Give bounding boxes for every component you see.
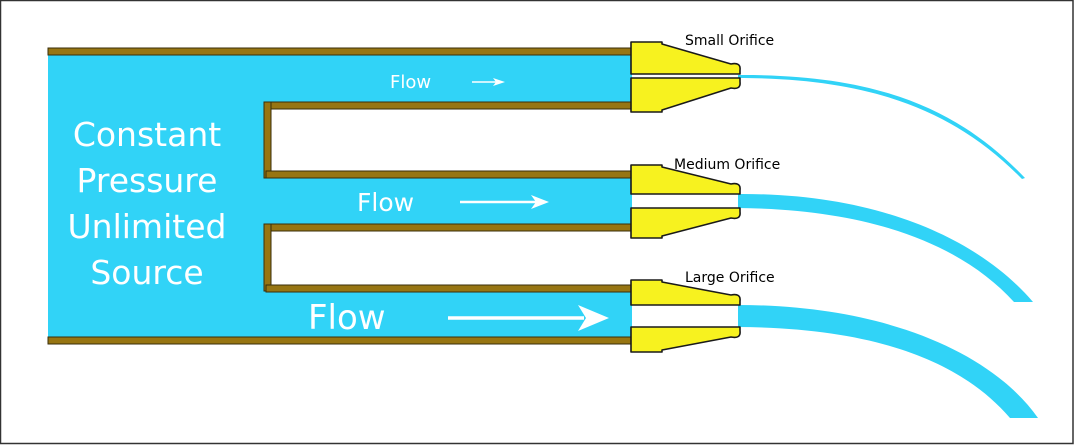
nozzle-small-upper — [630, 41, 741, 75]
water-reservoir — [48, 55, 632, 337]
orifice-label-small: Small Orifice — [685, 33, 774, 49]
jet-large — [738, 305, 1038, 418]
jet-medium — [738, 193, 1033, 302]
flow-arrow-large — [448, 305, 609, 331]
flow-arrow-medium — [460, 195, 549, 209]
pipe-wall-small-lower — [265, 101, 633, 110]
flow-arrow-small — [472, 78, 505, 86]
pipe-wall-bottom — [47, 336, 633, 345]
source-line-3: Unlimited — [68, 207, 227, 246]
pipe-wall-divider-1-left — [263, 101, 272, 179]
flow-label-medium: Flow — [357, 188, 414, 217]
nozzles — [630, 41, 741, 353]
pipe-wall-medium-upper — [265, 170, 633, 179]
water-jets — [738, 74, 1038, 418]
nozzle-medium-upper — [630, 164, 741, 195]
nozzle-large-upper — [630, 279, 741, 306]
pipe-wall-top — [47, 47, 633, 56]
nozzle-medium-lower — [630, 207, 741, 239]
orifice-label-medium: Medium Orifice — [674, 157, 780, 173]
flow-label-large: Flow — [308, 298, 386, 338]
nozzle-small-lower — [630, 77, 741, 113]
flow-arrows — [448, 78, 609, 331]
source-line-2: Pressure — [77, 161, 218, 200]
pipe-wall-divider-2-left — [263, 223, 272, 292]
source-line-1: Constant — [73, 115, 221, 154]
pipe-wall-medium-lower — [265, 223, 633, 232]
pipe-wall-large-upper — [265, 284, 633, 293]
nozzle-large-lower — [630, 326, 741, 353]
orifice-label-large: Large Orifice — [685, 270, 775, 286]
flow-label-small: Flow — [390, 72, 431, 93]
source-line-4: Source — [90, 253, 203, 292]
source-label: Constant Pressure Unlimited Source — [68, 115, 227, 292]
